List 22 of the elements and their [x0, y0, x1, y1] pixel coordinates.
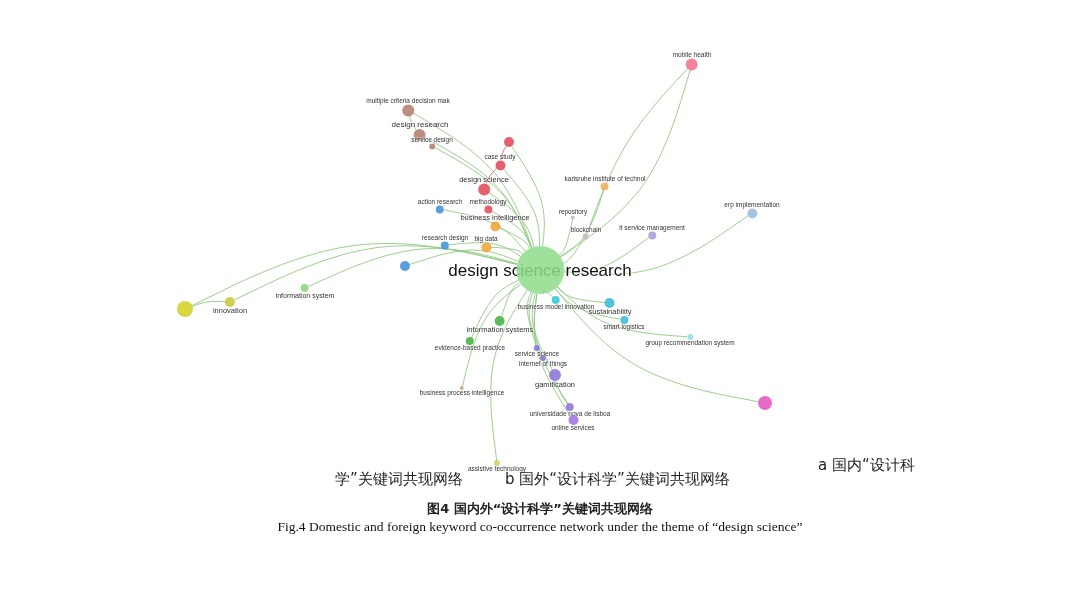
co-occurrence-line [412, 112, 533, 248]
co-occurrence-line [490, 289, 528, 461]
co-occurrence-line [471, 279, 519, 338]
co-occurrence-line [562, 238, 585, 264]
co-occurrence-line [490, 246, 523, 255]
co-occurrence-line [502, 168, 541, 247]
figure-caption: Fig.4 Domestic and foreign keyword co-occurrence network under the theme of “design science” [276, 519, 804, 535]
co-occurrence-line [308, 248, 518, 287]
co-occurrence-line [554, 288, 759, 403]
co-occurrence-line [409, 249, 519, 265]
co-occurrence-line [499, 227, 531, 249]
keyword-label: design research [391, 121, 449, 129]
co-occurrence-line [191, 243, 518, 306]
co-occurrence-line [461, 283, 522, 387]
co-occurrence-line [511, 145, 545, 247]
subfigure-caption: a 国内“设计科 [818, 456, 915, 475]
co-occurrence-line [501, 282, 521, 317]
co-occurrence-line [192, 301, 226, 307]
figure-title: 图4 国内外“设计科学”关键词共现网络 [426, 500, 654, 518]
co-occurrence-line [559, 69, 691, 258]
subfigure-caption: 学”关键词共现网络 [335, 470, 463, 489]
co-occurrence-line [559, 189, 605, 258]
